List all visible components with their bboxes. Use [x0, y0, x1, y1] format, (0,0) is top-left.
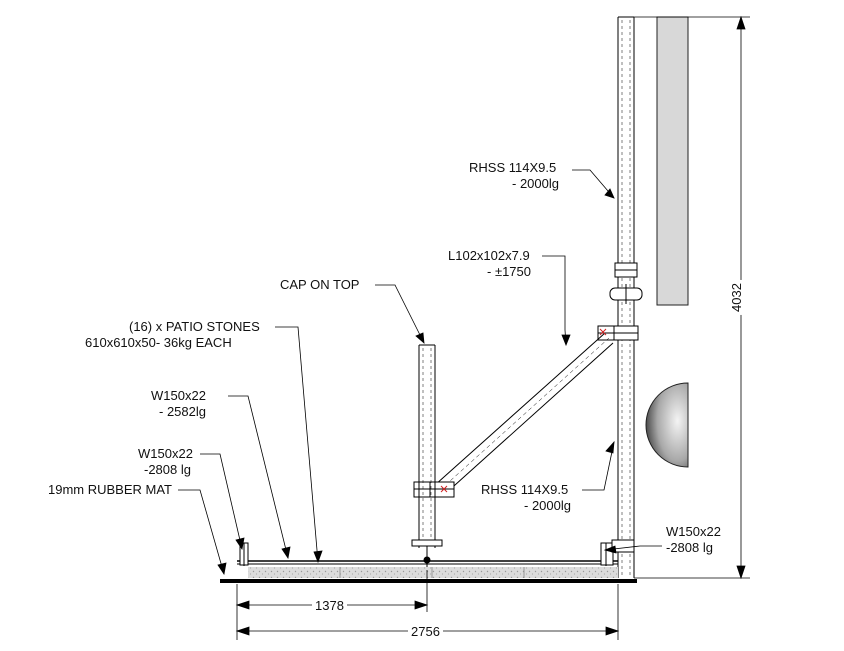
- label-rhss-top-length: - 2000lg: [512, 176, 559, 191]
- dimension-half-width-text: 1378: [312, 598, 347, 613]
- label-angle-length: - ±1750: [487, 264, 531, 279]
- label-w150-b-name: W150x22: [138, 446, 193, 461]
- label-w150-c-length: -2808 lg: [666, 540, 713, 555]
- leader-lines: [178, 169, 662, 576]
- label-rhss-top-name: RHSS 114X9.5: [469, 160, 557, 175]
- brace-bracket-bottom: [413, 481, 455, 498]
- short-post: [411, 344, 443, 568]
- brace-bracket-top: [597, 325, 639, 341]
- label-rhss-bottom-length: - 2000lg: [524, 498, 571, 513]
- patio-stones: [248, 567, 618, 578]
- label-w150-a-name: W150x22: [151, 388, 206, 403]
- label-rubber-mat: 19mm RUBBER MAT: [48, 482, 172, 497]
- label-w150-a-length: - 2582lg: [159, 404, 206, 419]
- label-w150-b-length: -2808 lg: [144, 462, 191, 477]
- label-cap-on-top: CAP ON TOP: [280, 277, 360, 292]
- sign-panel: [656, 16, 689, 306]
- dimension-height-text: 4032: [728, 280, 744, 315]
- label-patio-stones-1: (16) x PATIO STONES: [129, 319, 260, 334]
- label-angle-name: L102x102x7.9: [448, 248, 530, 263]
- base-beam: [237, 539, 635, 566]
- label-rhss-bottom-name: RHSS 114X9.5: [481, 482, 569, 497]
- label-w150-c-name: W150x22: [666, 524, 721, 539]
- label-patio-stones-2: 610x610x50- 36kg EACH: [85, 335, 232, 350]
- dimension-full-width-text: 2756: [408, 624, 443, 639]
- mast-clamp-upper: [609, 262, 643, 304]
- dome-light: [645, 382, 689, 468]
- diagonal-brace: [434, 332, 614, 495]
